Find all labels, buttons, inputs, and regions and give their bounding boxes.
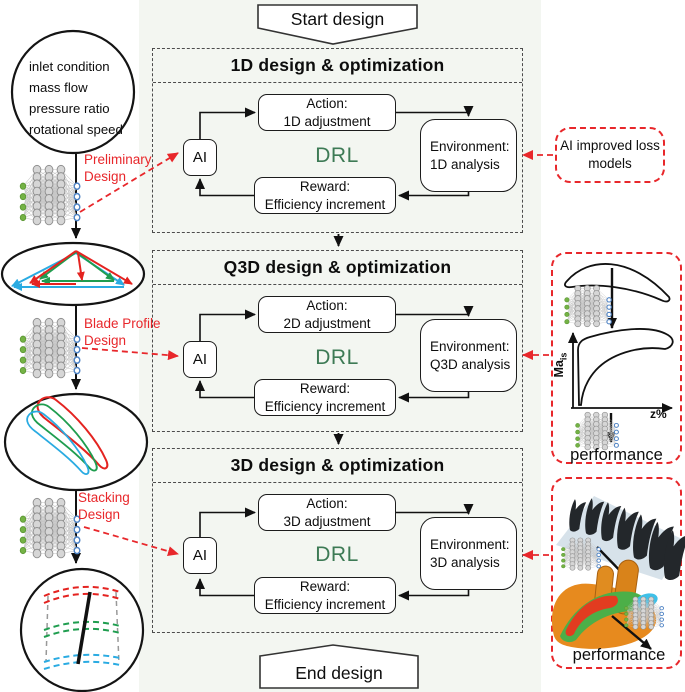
- end-pennant-shape: [259, 644, 419, 689]
- neural-network-icon: [563, 283, 613, 329]
- threed-panel-sketch: [551, 496, 685, 650]
- q3d-panel-sketch: [564, 263, 674, 443]
- neural-network-icon: [560, 536, 602, 572]
- environment-title: Environment:: [430, 139, 510, 155]
- section-q3d: Q3D design & optimization: [152, 250, 523, 432]
- reward-title: Reward:: [299, 381, 351, 397]
- environment-value: 1D analysis: [430, 156, 500, 172]
- drl-loop-arrows: [195, 106, 474, 601]
- inlet-condition-circle: [10, 29, 136, 155]
- blade-profile-ellipse: [3, 392, 149, 492]
- action-box-q3d: Action: 2D adjustment: [258, 296, 396, 333]
- action-value: 1D adjustment: [283, 113, 371, 129]
- inlet-conditions-text: inlet condition mass flow pressure ratio…: [29, 56, 134, 140]
- environment-title: Environment:: [430, 537, 510, 553]
- inlet-line: rotational speed: [29, 122, 123, 137]
- reward-box-q3d: Reward: Efficiency increment: [254, 379, 396, 416]
- action-title: Action:: [306, 496, 348, 512]
- neural-network-icon: [18, 162, 82, 228]
- mach-axis-label-sub: is: [558, 352, 569, 361]
- blade-profile-design-label: Blade Profile Design: [84, 316, 161, 348]
- section-1d-title: 1D design & optimization: [153, 49, 522, 83]
- drl-label-3d: DRL: [315, 543, 359, 566]
- reward-value: Efficiency increment: [264, 398, 386, 414]
- section-q3d-title: Q3D design & optimization: [153, 251, 522, 285]
- environment-box-3d: Environment: 3D analysis: [420, 517, 517, 590]
- z-axis-label: z%: [650, 407, 667, 421]
- velocity-triangles-sketch: [11, 250, 133, 291]
- end-design-label: End design: [295, 663, 383, 683]
- drl-label-q3d: DRL: [315, 346, 359, 369]
- stacking-sketch: [43, 585, 121, 670]
- ai-loss-models-box: AI improved loss models: [555, 127, 665, 183]
- stacking-design-label: Stacking Design: [78, 490, 130, 522]
- red-dashed-arrows: [79, 150, 553, 560]
- action-value: 2D adjustment: [283, 315, 371, 331]
- mach-axis-label: Mais: [552, 334, 569, 396]
- inlet-line: mass flow: [29, 80, 88, 95]
- section-3d: 3D design & optimization: [152, 448, 523, 633]
- ai-box-3d: AI: [183, 537, 217, 574]
- drl-label-1d: DRL: [315, 144, 359, 167]
- reward-box-3d: Reward: Efficiency increment: [254, 577, 396, 614]
- environment-box-q3d: Environment: Q3D analysis: [420, 319, 517, 392]
- reward-box-1d: Reward: Efficiency increment: [254, 177, 396, 214]
- mach-distribution-curve: [577, 328, 674, 406]
- action-box-3d: Action: 3D adjustment: [258, 494, 396, 531]
- reward-value: Efficiency increment: [264, 196, 386, 212]
- reward-value: Efficiency increment: [264, 596, 386, 612]
- section-3d-title: 3D design & optimization: [153, 449, 522, 483]
- start-design-label: Start design: [290, 9, 385, 29]
- environment-box-1d: Environment: 1D analysis: [420, 119, 517, 192]
- environment-value: 3D analysis: [430, 554, 500, 570]
- ai-loss-models-label: AI improved loss models: [560, 138, 660, 171]
- action-title: Action:: [306, 298, 348, 314]
- ai-box-q3d: AI: [183, 341, 217, 378]
- performance-label-q3d: performance: [570, 446, 663, 464]
- section-1d: 1D design & optimization: [152, 48, 523, 233]
- reward-title: Reward:: [299, 179, 351, 195]
- ai-box-1d: AI: [183, 139, 217, 176]
- preliminary-design-label: Preliminary Design: [84, 152, 152, 184]
- environment-title: Environment:: [430, 339, 510, 355]
- neural-network-icon: [623, 595, 665, 631]
- action-title: Action:: [306, 96, 348, 112]
- environment-value: Q3D analysis: [430, 356, 511, 372]
- mach-axis-label-main: Ma: [552, 360, 566, 378]
- reward-title: Reward:: [299, 579, 351, 595]
- neural-network-icon: [574, 410, 620, 452]
- start-pennant-shape: [257, 4, 418, 45]
- performance-label-3d: performance: [572, 646, 666, 664]
- neural-network-icon: [18, 315, 82, 381]
- action-value: 3D adjustment: [283, 513, 371, 529]
- inlet-line: pressure ratio: [29, 101, 110, 116]
- inlet-line: inlet condition: [29, 59, 110, 74]
- airfoil-sketch: [564, 263, 671, 303]
- neural-network-icon: [18, 495, 82, 561]
- velocity-triangle-ellipse: [0, 241, 146, 307]
- action-box-1d: Action: 1D adjustment: [258, 94, 396, 131]
